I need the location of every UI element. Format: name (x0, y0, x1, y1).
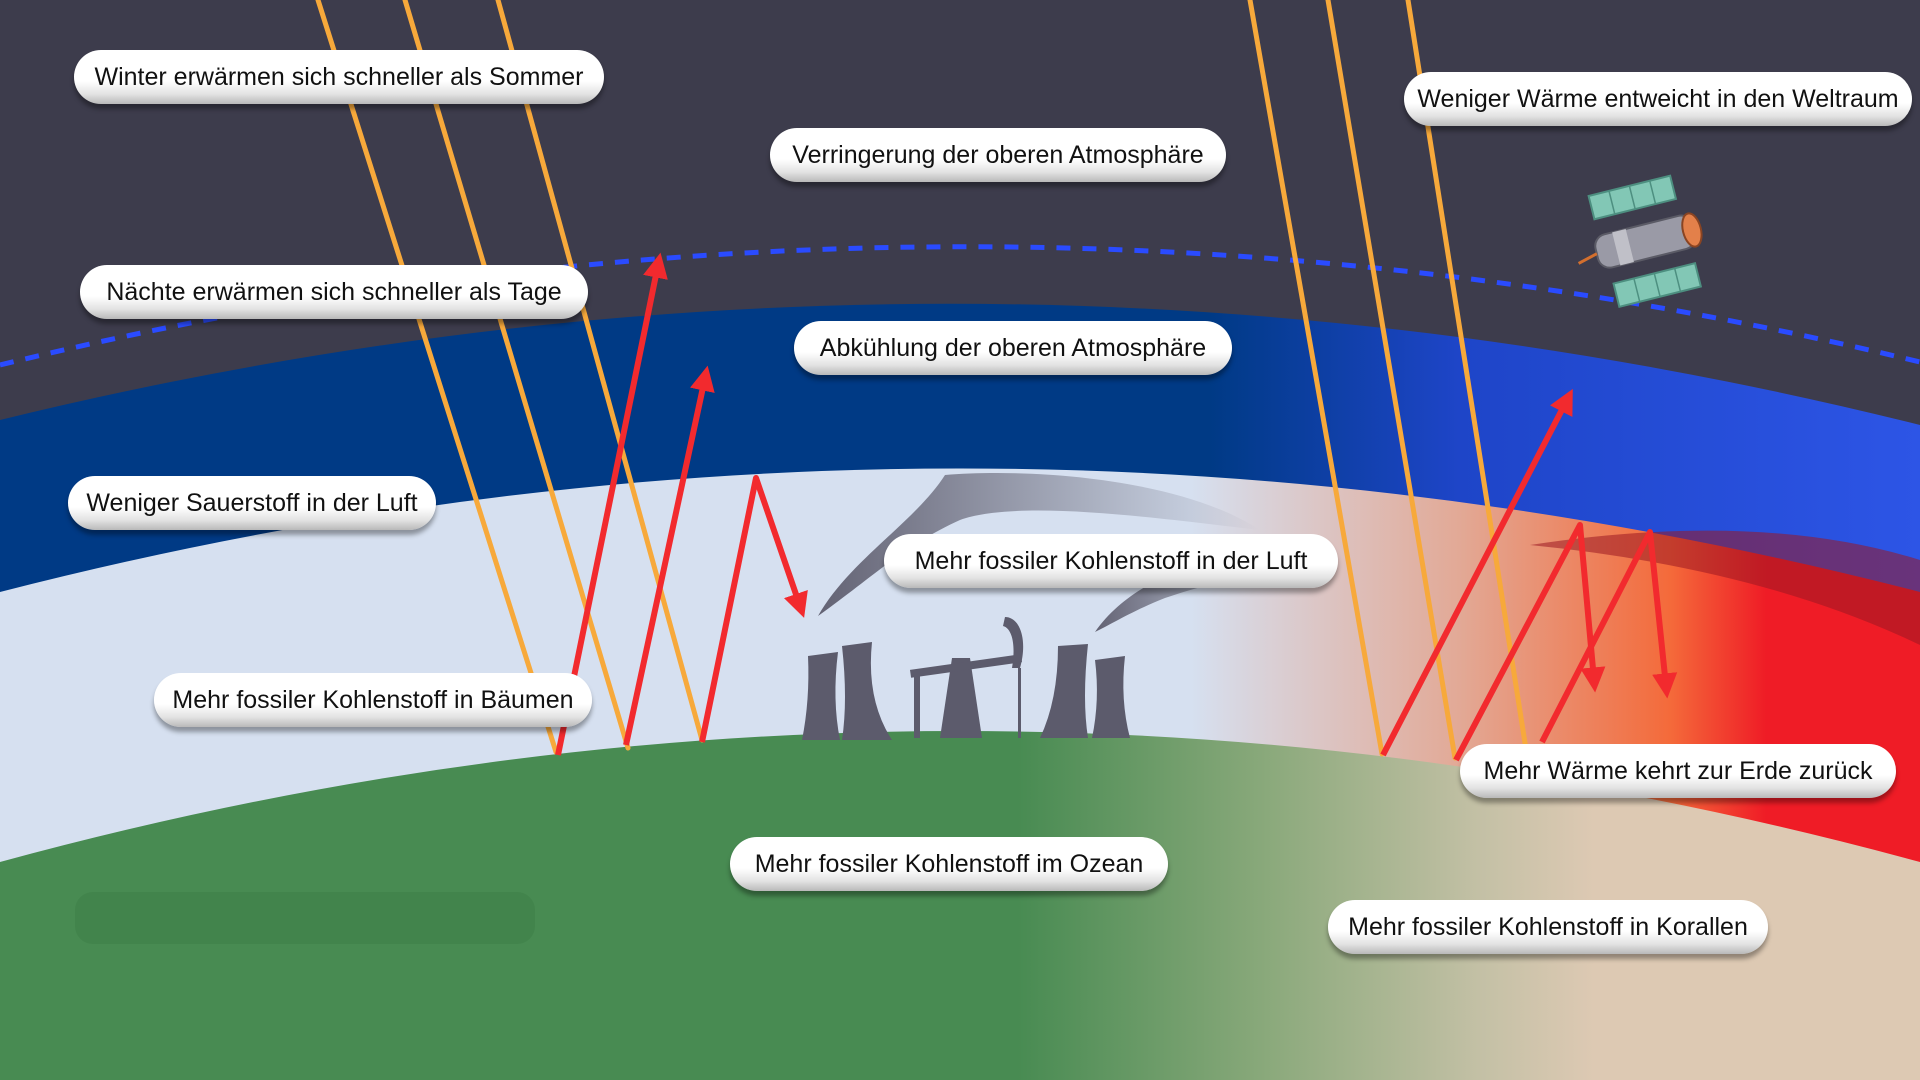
satellite-lens (1681, 212, 1703, 248)
heat-arrows (555, 252, 1678, 762)
label-upper-atmosphere-cooling: Abkühlung der oberen Atmosphäre (794, 321, 1232, 375)
earth-ground (0, 731, 1920, 1080)
label-carbon-trees: Mehr fossiler Kohlenstoff in Bäumen (154, 673, 592, 727)
cooling-tower-4 (1092, 656, 1130, 738)
label-carbon-air: Mehr fossiler Kohlenstoff in der Luft (884, 534, 1338, 588)
escaping-heat-arrow-1 (555, 252, 668, 756)
label-nights-warming: Nächte erwärmen sich schneller als Tage (80, 265, 588, 319)
label-more-heat-to-earth: Mehr Wärme kehrt zur Erde zurück (1460, 744, 1896, 798)
sun-ray-6 (1405, 0, 1531, 765)
pumpjack-rod (1018, 668, 1021, 738)
pumpjack-beam (909, 654, 1023, 678)
sun-ray-2 (402, 0, 631, 751)
heat-shadow (1530, 530, 1920, 645)
label-carbon-ocean: Mehr fossiler Kohlenstoff im Ozean (730, 837, 1168, 891)
label-less-oxygen: Weniger Sauerstoff in der Luft (68, 476, 436, 530)
cooling-tower-3 (1040, 644, 1088, 738)
sun-ray-3 (495, 0, 705, 743)
pumpjack-derrick (940, 658, 982, 738)
pumpjack-head (1003, 617, 1024, 668)
label-less-heat-to-space: Weniger Wärme entweicht in den Weltraum (1404, 72, 1912, 126)
sun-ray-5 (1325, 0, 1458, 761)
smoke-plume-left (818, 473, 1260, 616)
sun-rays (315, 0, 1531, 765)
cooling-tower-1 (802, 652, 840, 740)
sun-ray-4 (1247, 0, 1385, 757)
pumpjack-post (914, 672, 920, 738)
faded-label-shadow (75, 892, 535, 944)
label-upper-atmosphere-shrinking: Verringerung der oberen Atmosphäre (770, 128, 1226, 182)
satellite-icon (1577, 174, 1703, 309)
escaping-heat-arrow-3 (1380, 388, 1573, 757)
label-carbon-corals: Mehr fossiler Kohlenstoff in Korallen (1328, 900, 1768, 954)
returning-heat-arrow-2 (1453, 522, 1606, 762)
label-winter-warming: Winter erwärmen sich schneller als Somme… (74, 50, 604, 104)
cooling-tower-2 (842, 642, 892, 740)
returning-heat-arrow-3 (1539, 529, 1678, 744)
sun-ray-1 (315, 0, 559, 755)
returning-heat-arrow-1 (699, 475, 808, 743)
industry-silhouette (802, 617, 1130, 740)
escaping-heat-arrow-2 (623, 365, 715, 746)
